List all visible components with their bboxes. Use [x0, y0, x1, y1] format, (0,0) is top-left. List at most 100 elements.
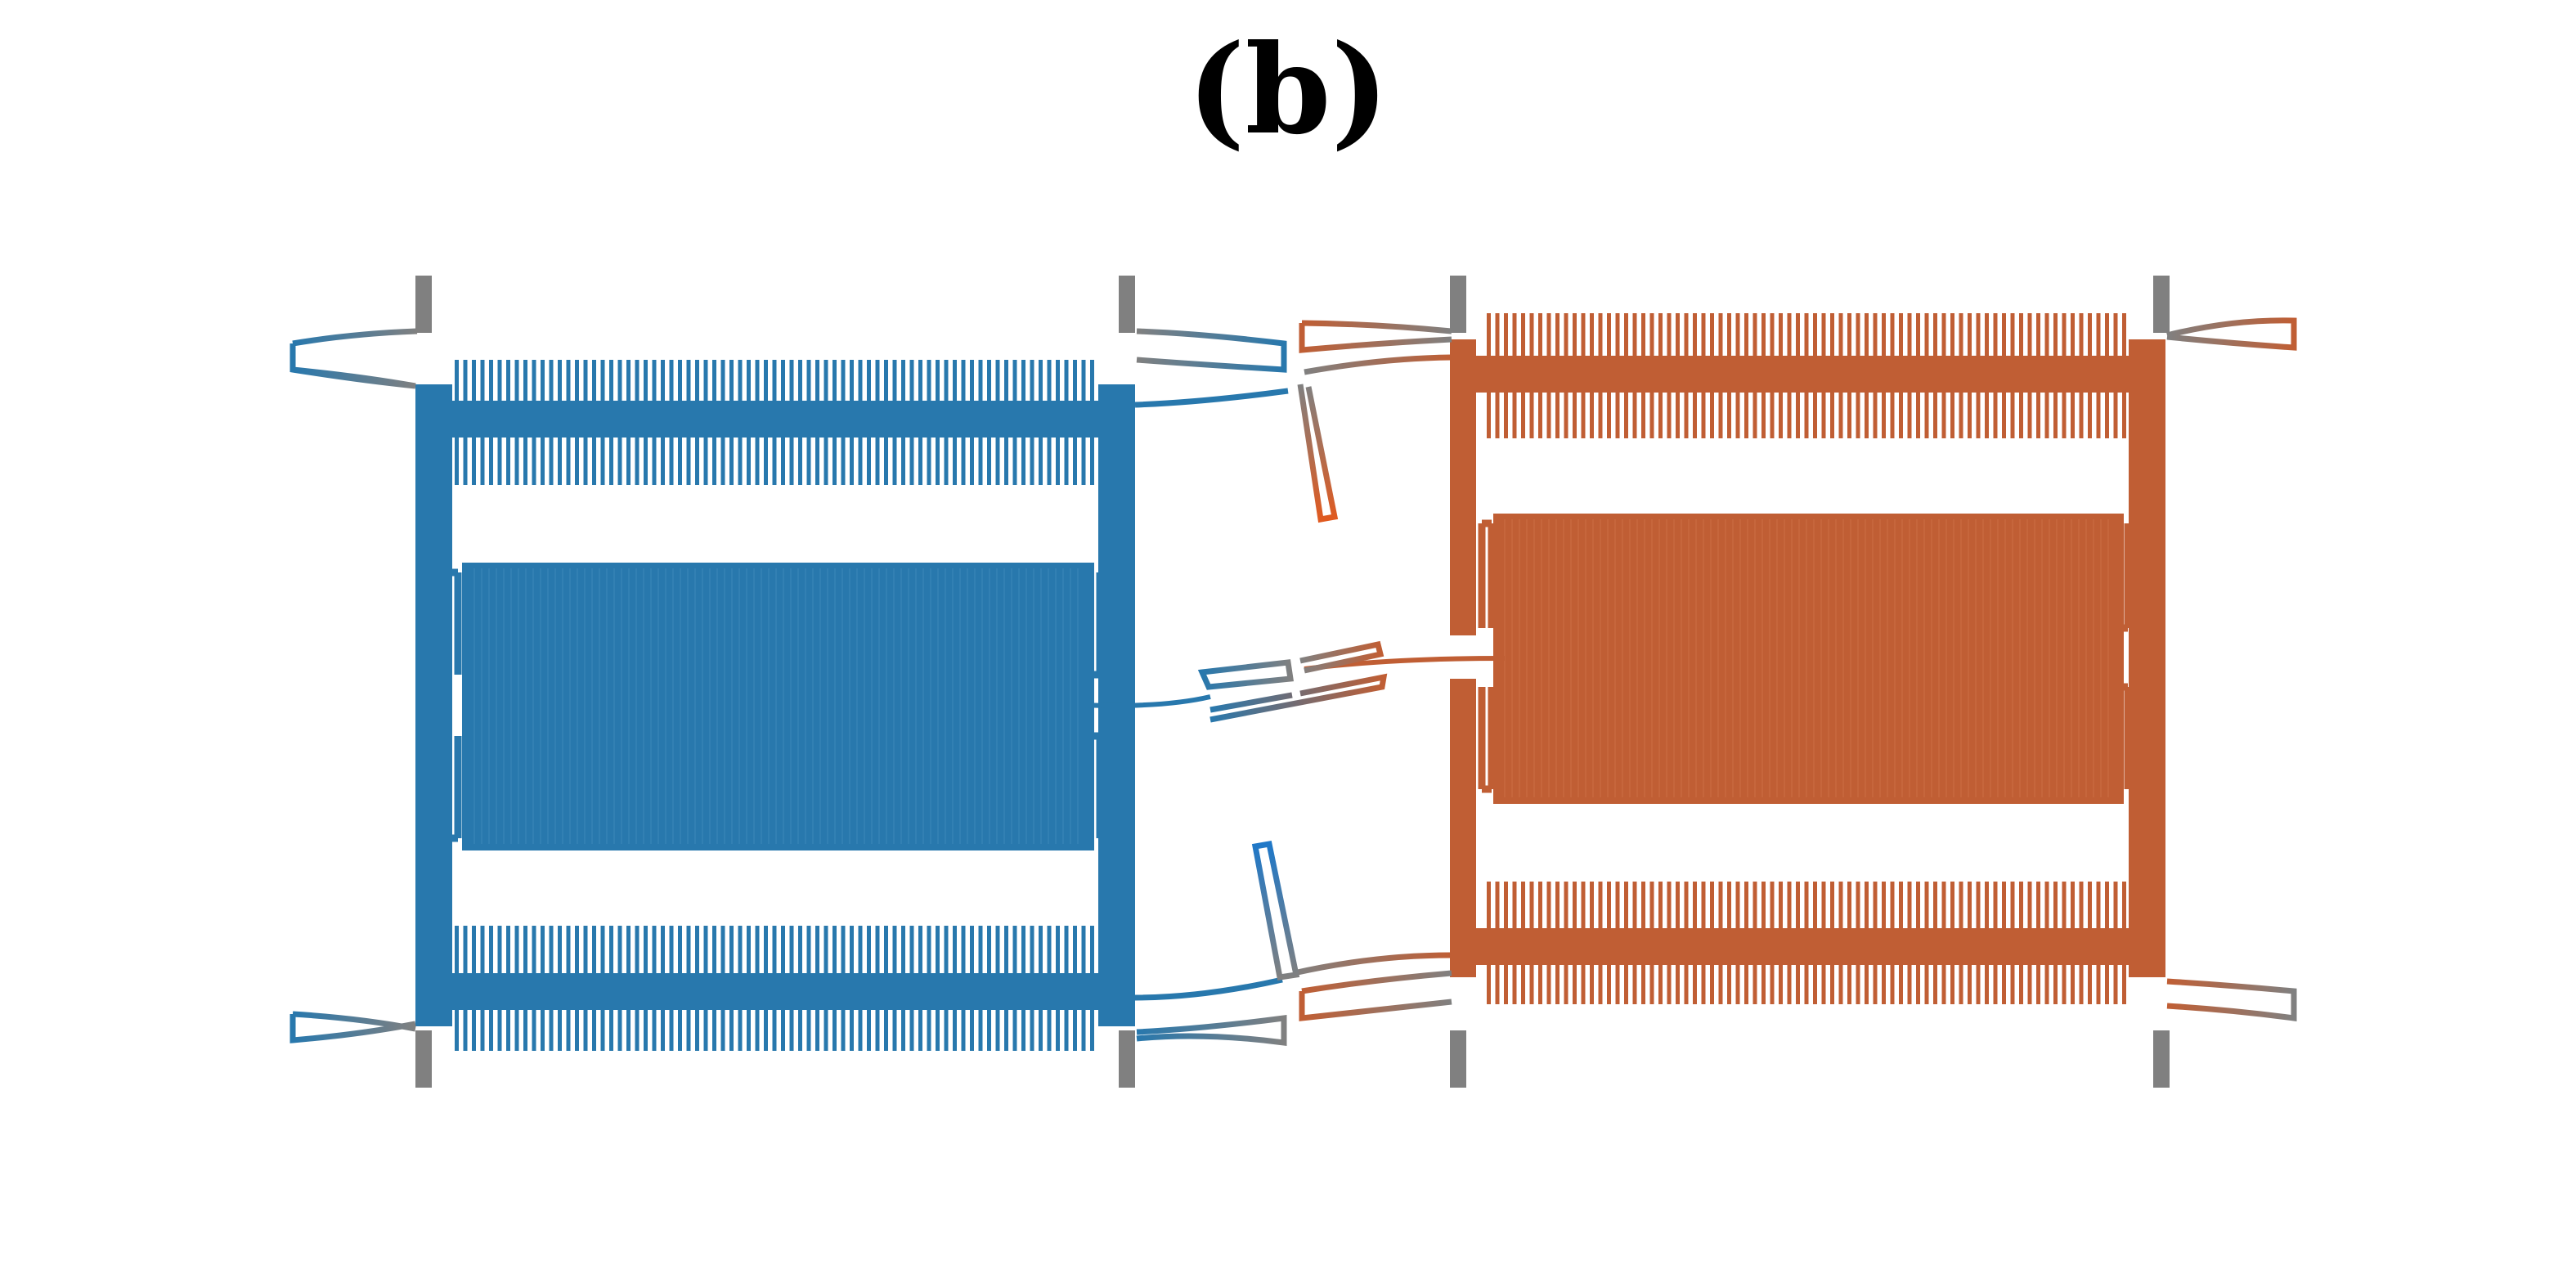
comb-finger — [841, 1008, 846, 1051]
comb-finger — [1012, 1008, 1017, 1051]
comb-finger — [1658, 882, 1663, 929]
comb-finger — [978, 436, 983, 485]
comb-finger — [695, 1008, 699, 1051]
comb-finger — [566, 926, 571, 975]
comb-finger — [472, 1008, 476, 1051]
comb-finger — [1873, 963, 1878, 1004]
right-resonator — [1293, 313, 2297, 1021]
comb-finger — [995, 436, 1000, 485]
comb-finger — [1761, 963, 1766, 1004]
comb-finger — [1959, 391, 1963, 438]
comb-finger — [1064, 360, 1069, 402]
comb-finger — [1950, 963, 1954, 1004]
comb-finger — [523, 360, 527, 402]
comb-finger — [583, 1008, 588, 1051]
comb-finger — [1710, 391, 1714, 438]
comb-finger — [1735, 313, 1740, 357]
comb-finger — [1770, 391, 1775, 438]
comb-finger — [1710, 963, 1714, 1004]
comb-finger — [1985, 313, 1989, 357]
comb-finger — [2053, 963, 2058, 1004]
comb-finger — [1882, 391, 1886, 438]
right-proof-mass — [1493, 514, 2124, 804]
comb-finger — [1787, 391, 1792, 438]
comb-finger — [2010, 963, 2015, 1004]
right-proof-mass-texture — [1504, 519, 2109, 797]
right-top-comb-spine — [1476, 356, 2129, 393]
comb-finger — [1487, 313, 1491, 357]
comb-finger — [1039, 360, 1043, 402]
left-bottom-comb-spine — [452, 973, 1098, 1010]
comb-finger — [1047, 436, 1052, 485]
comb-finger — [1718, 313, 1723, 357]
left-bottom-comb-fingers-lower — [455, 1008, 1094, 1051]
right-frame-right-bar — [2129, 339, 2165, 977]
comb-finger — [1030, 436, 1034, 485]
comb-finger — [1735, 391, 1740, 438]
comb-finger — [1555, 963, 1560, 1004]
comb-finger — [1667, 313, 1672, 357]
right-bottom-coupling-curve — [1293, 952, 1452, 976]
comb-finger — [703, 1008, 708, 1051]
comb-finger — [2027, 882, 2032, 929]
comb-finger — [575, 436, 579, 485]
comb-finger — [1030, 926, 1034, 975]
comb-finger — [575, 1008, 579, 1051]
comb-finger — [832, 1008, 837, 1051]
comb-finger — [1933, 391, 1937, 438]
comb-finger — [609, 436, 613, 485]
comb-finger — [1649, 313, 1654, 357]
comb-finger — [558, 360, 562, 402]
comb-finger — [927, 1008, 931, 1051]
comb-finger — [850, 926, 854, 975]
comb-finger — [2105, 882, 2109, 929]
comb-finger — [2019, 882, 2023, 929]
comb-finger — [2122, 882, 2126, 929]
comb-finger — [1787, 882, 1792, 929]
comb-finger — [1796, 391, 1800, 438]
comb-finger — [892, 360, 897, 402]
comb-finger — [1993, 882, 1998, 929]
comb-finger — [1924, 313, 1929, 357]
comb-finger — [944, 436, 949, 485]
comb-finger — [617, 360, 622, 402]
comb-finger — [781, 926, 785, 975]
comb-finger — [644, 1008, 648, 1051]
comb-finger — [927, 926, 931, 975]
comb-finger — [1830, 391, 1834, 438]
left-bottom-comb-fingers-upper — [455, 926, 1094, 975]
comb-finger — [1735, 963, 1740, 1004]
comb-finger — [1632, 391, 1637, 438]
panel-label: (b) — [1187, 18, 1389, 162]
comb-finger — [1924, 391, 1929, 438]
comb-finger — [798, 436, 802, 485]
comb-finger — [1564, 391, 1568, 438]
comb-finger — [1761, 391, 1766, 438]
comb-finger — [558, 926, 562, 975]
comb-finger — [1959, 313, 1963, 357]
comb-finger — [1529, 313, 1534, 357]
comb-finger — [1555, 313, 1560, 357]
comb-finger — [995, 1008, 1000, 1051]
comb-finger — [1727, 882, 1731, 929]
comb-finger — [2053, 391, 2058, 438]
comb-finger — [2105, 313, 2109, 357]
comb-finger — [1684, 882, 1689, 929]
bottom-coupler-beam — [1251, 840, 1300, 981]
comb-finger — [575, 926, 579, 975]
comb-finger — [1512, 391, 1517, 438]
comb-finger — [1495, 391, 1500, 438]
comb-finger — [1590, 391, 1594, 438]
comb-finger — [592, 436, 596, 485]
comb-finger — [936, 926, 940, 975]
comb-finger — [2027, 313, 2032, 357]
comb-finger — [1590, 963, 1594, 1004]
right-folded-springs — [1478, 519, 2132, 793]
comb-finger — [1882, 313, 1886, 357]
comb-finger — [592, 1008, 596, 1051]
comb-finger — [1959, 963, 1963, 1004]
comb-finger — [1779, 882, 1783, 929]
comb-finger — [747, 436, 751, 485]
comb-finger — [600, 360, 605, 402]
comb-finger — [1744, 882, 1748, 929]
